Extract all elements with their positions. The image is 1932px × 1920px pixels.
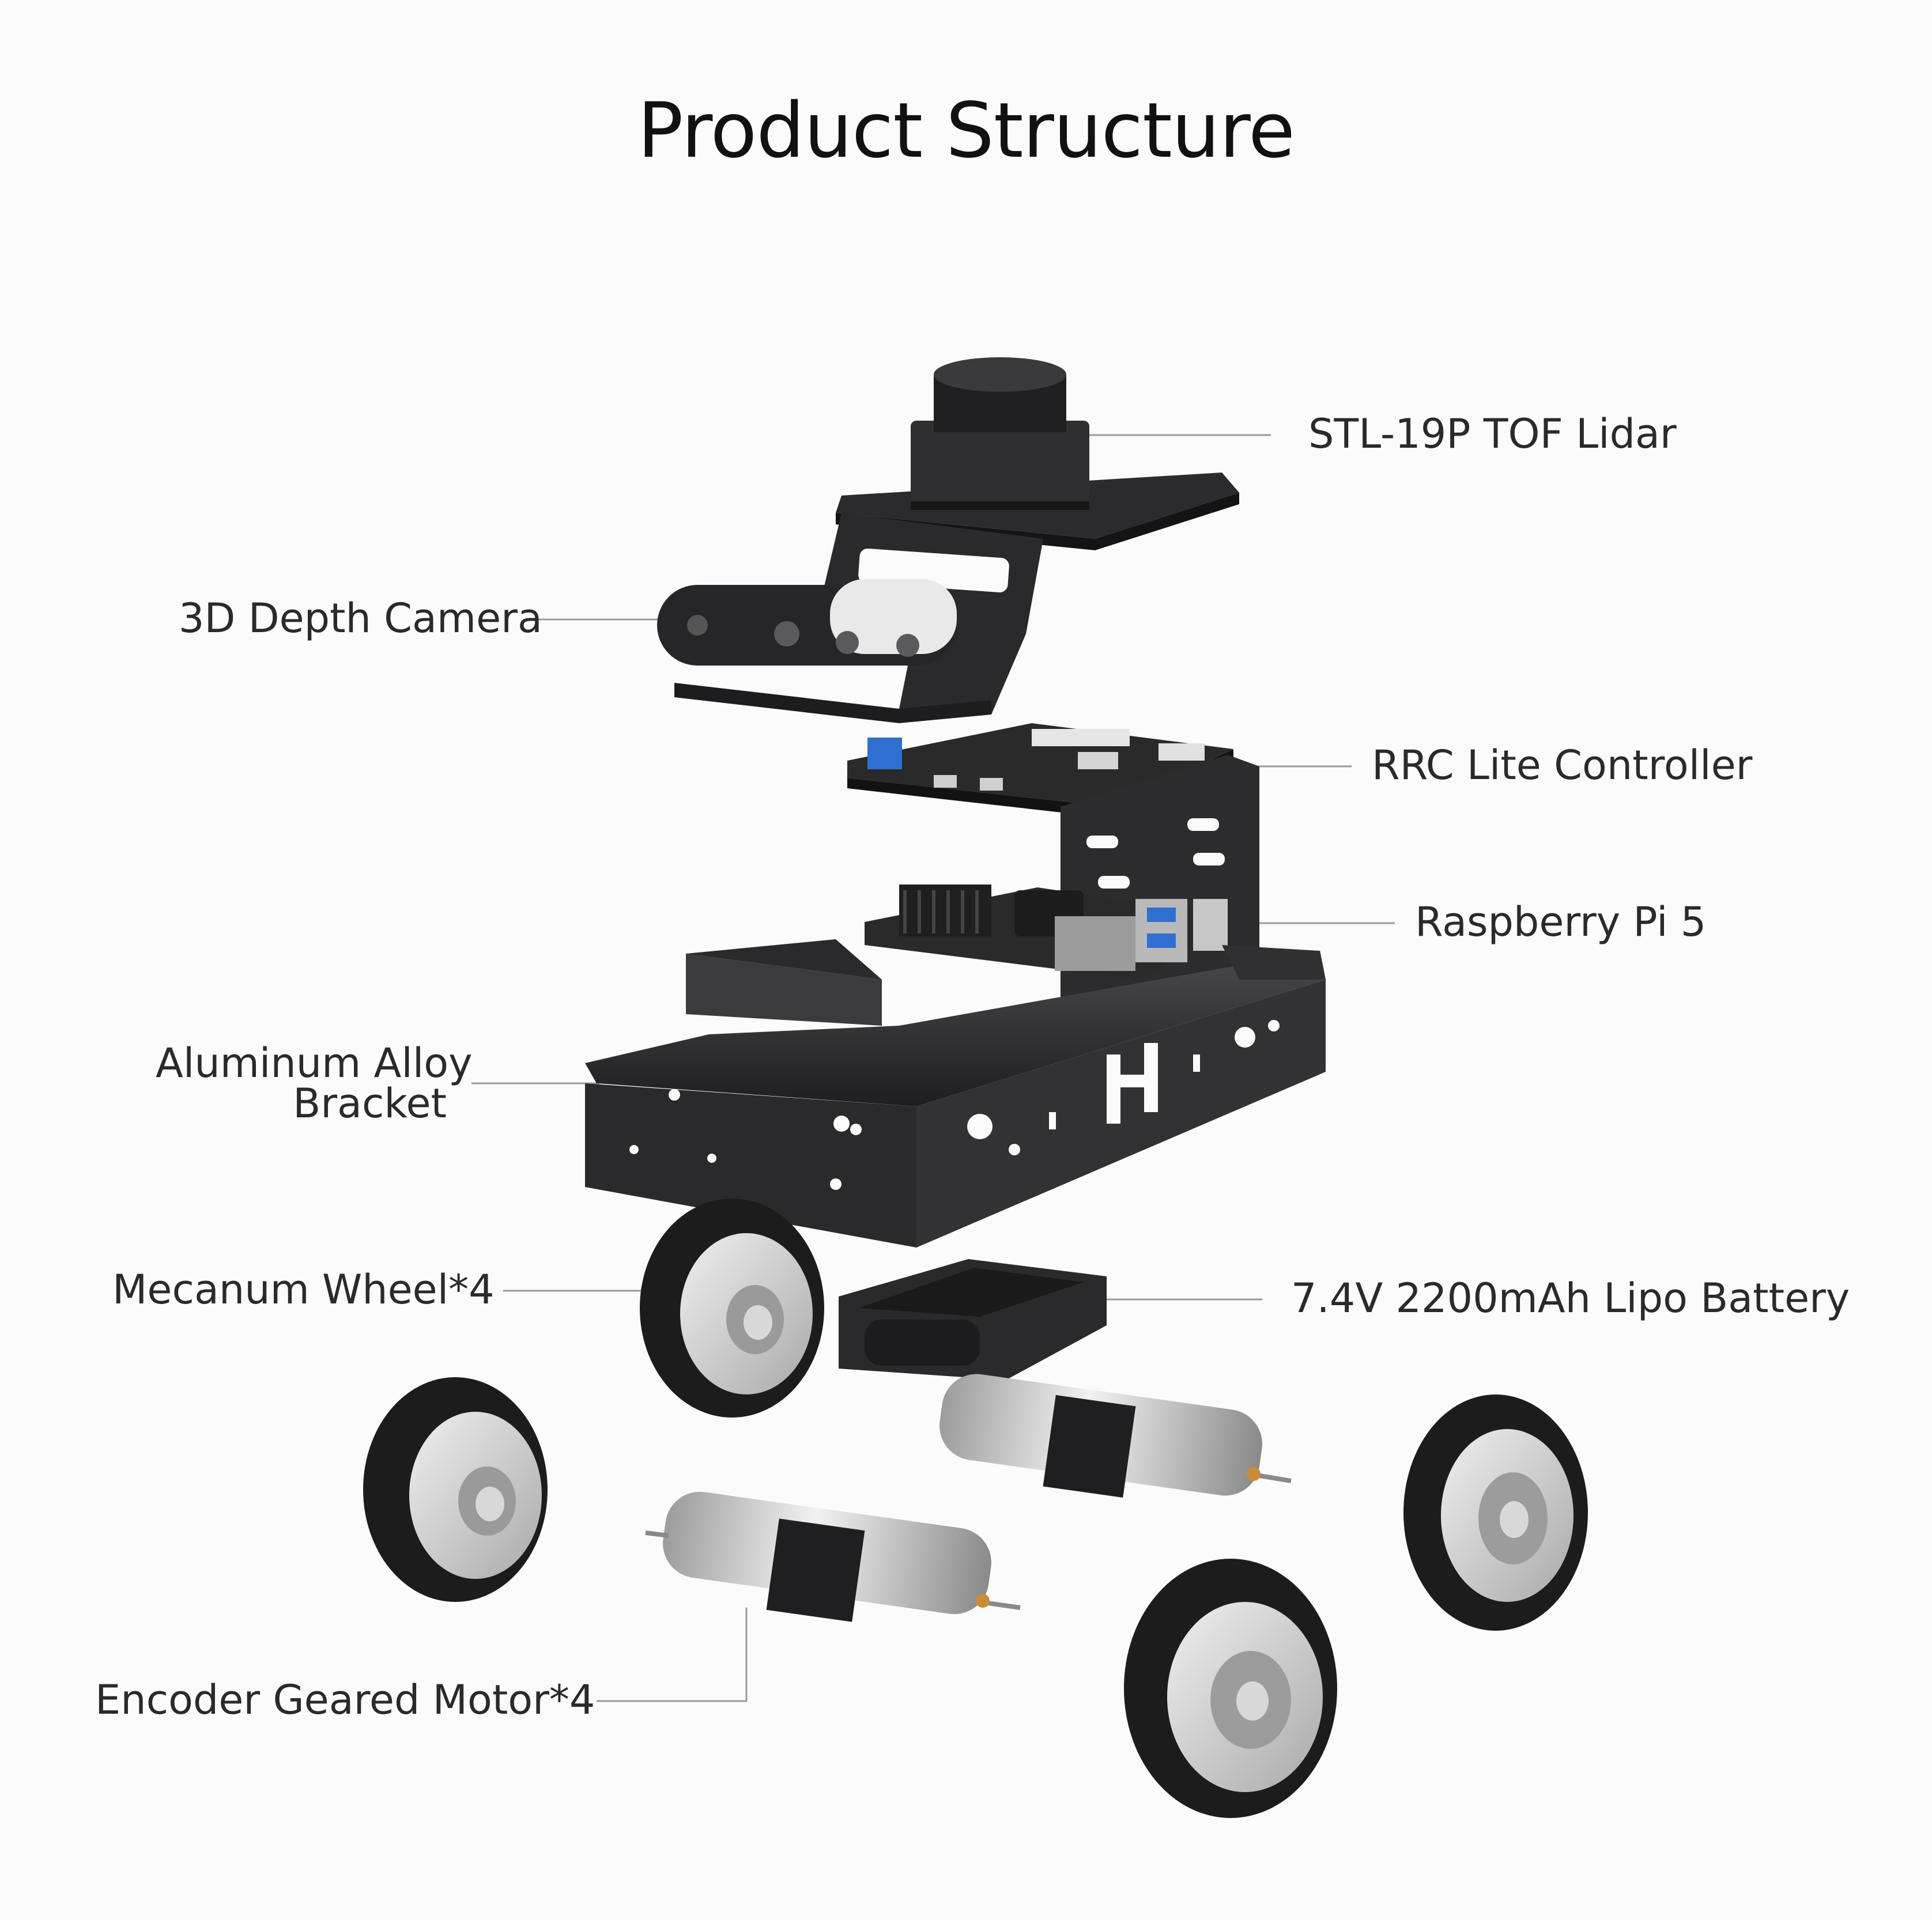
lidar-assembly bbox=[674, 357, 1239, 723]
label-raspberry-pi: Raspberry Pi 5 bbox=[1415, 898, 1707, 946]
mecanum-wheel-4 bbox=[1124, 1559, 1337, 1818]
label-bracket-line2: Bracket bbox=[293, 1080, 447, 1127]
label-motor: Encoder Geared Motor*4 bbox=[95, 1676, 595, 1724]
label-bracket-line1: Aluminum Alloy bbox=[156, 1040, 473, 1087]
mecanum-wheel-1 bbox=[640, 1199, 824, 1418]
mecanum-wheel-3 bbox=[1403, 1394, 1588, 1631]
label-battery: 7.4V 2200mAh Lipo Battery bbox=[1291, 1275, 1850, 1322]
label-wheel: Mecanum Wheel*4 bbox=[112, 1266, 495, 1313]
label-controller: RRC Lite Controller bbox=[1372, 742, 1753, 789]
page-title: Product Structure bbox=[637, 86, 1295, 175]
depth-camera bbox=[657, 579, 957, 666]
label-lidar: STL-19P TOF Lidar bbox=[1308, 410, 1677, 458]
encoder-motor-upper bbox=[939, 1374, 1292, 1498]
mecanum-wheel-2 bbox=[363, 1377, 548, 1602]
aluminum-chassis bbox=[585, 939, 1326, 1248]
encoder-motor-lower bbox=[645, 1491, 1021, 1622]
label-depth-camera: 3D Depth Camera bbox=[179, 595, 542, 642]
raspberry-pi-5 bbox=[865, 885, 1233, 980]
lipo-battery bbox=[839, 1259, 1107, 1380]
leader-line-motor bbox=[597, 1608, 748, 1702]
